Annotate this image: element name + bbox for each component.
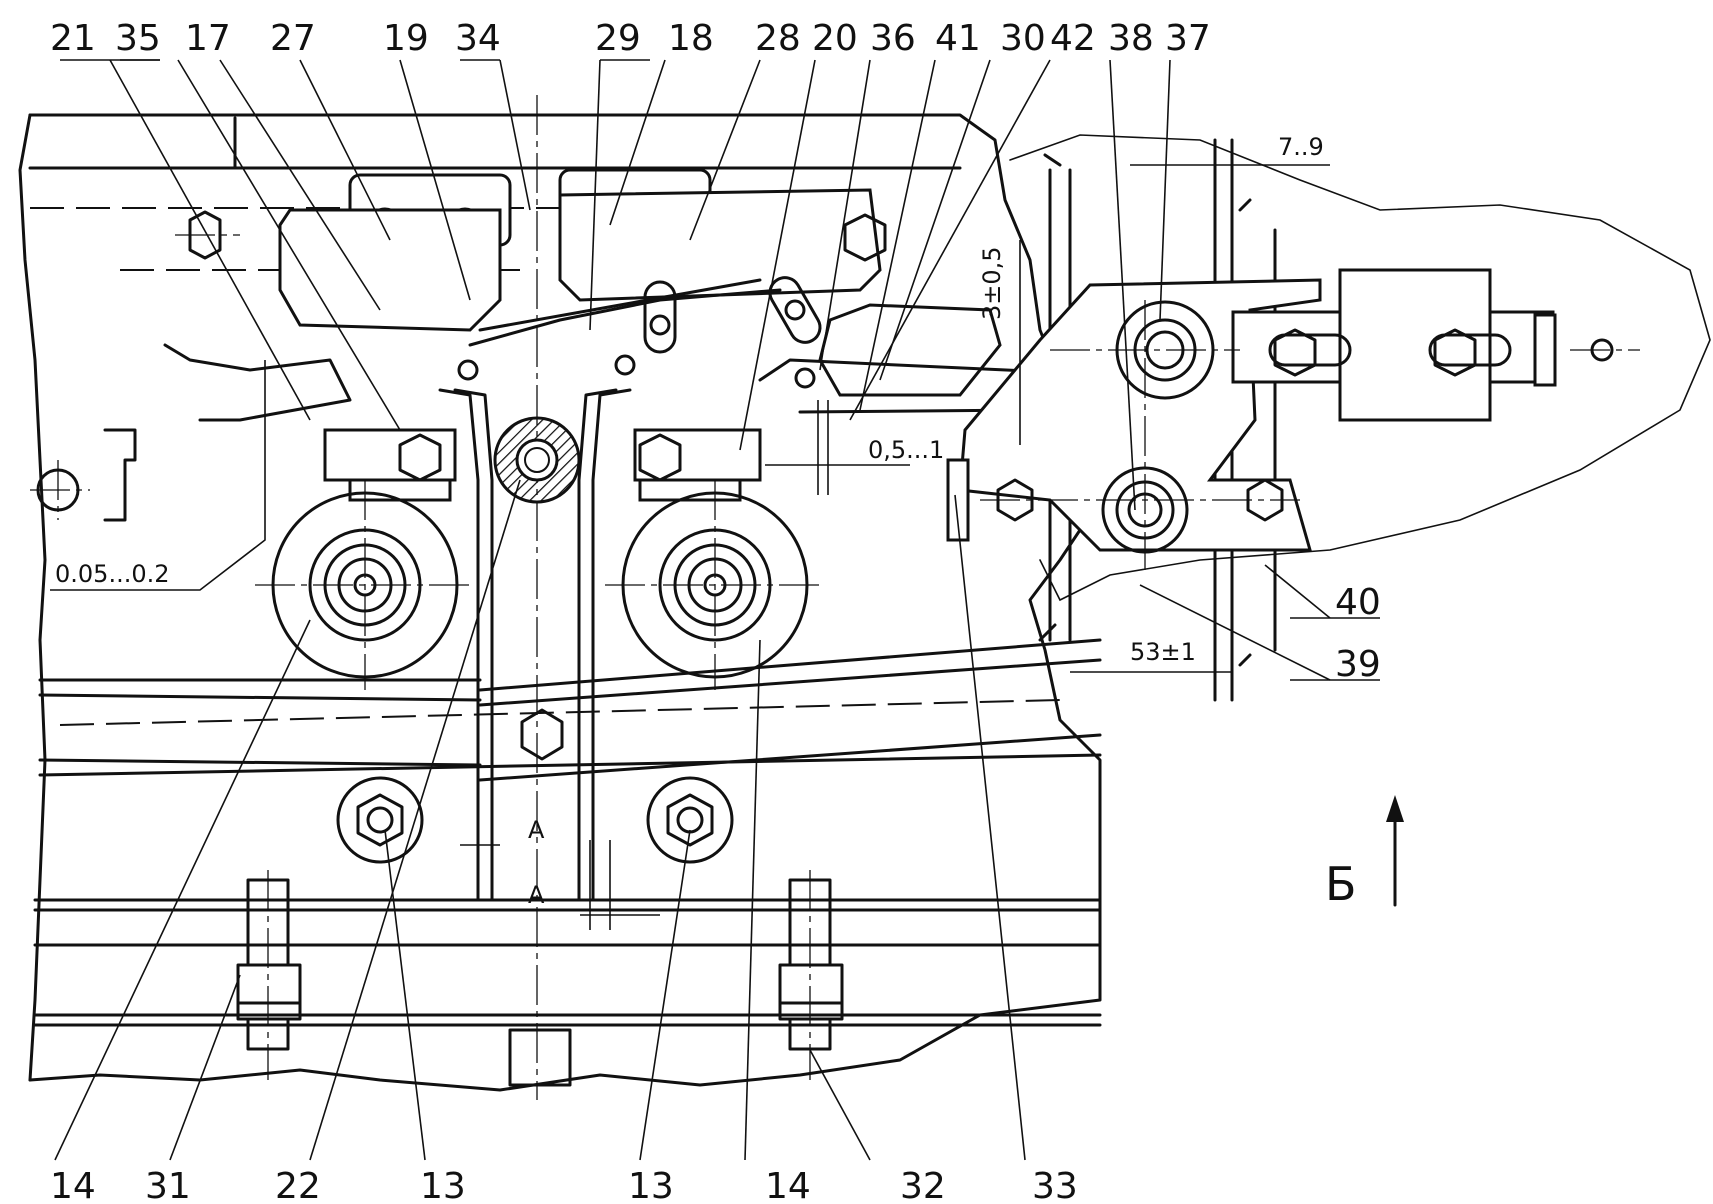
dim-width-bottom: 53±1 <box>1130 638 1196 666</box>
right-part-labels: 40 39 <box>1335 582 1381 685</box>
dim-gap-right: 7..9 <box>1278 133 1324 161</box>
small-block-right <box>633 428 762 502</box>
hex-bolt-center <box>520 708 564 761</box>
label-31: 31 <box>145 1166 191 1204</box>
label-13-left: 13 <box>420 1166 466 1204</box>
label-22: 22 <box>275 1166 321 1204</box>
lever-housing-left <box>278 208 502 332</box>
label-21: 21 <box>50 18 96 59</box>
label-27: 27 <box>270 18 316 59</box>
dim-gap-mid: 0,5...1 <box>868 436 944 464</box>
label-14-right: 14 <box>765 1166 811 1204</box>
label-39: 39 <box>1335 644 1381 685</box>
dim-offset-vertical: 3±0,5 <box>978 246 1006 320</box>
label-34: 34 <box>455 18 501 59</box>
label-36: 36 <box>870 18 916 59</box>
label-40: 40 <box>1335 582 1381 623</box>
lower-rail <box>33 898 1102 1087</box>
right-detail-view <box>946 134 1711 702</box>
top-part-labels: 21 35 17 27 19 34 29 18 28 20 36 41 30 4… <box>50 18 1211 59</box>
label-13-right: 13 <box>628 1166 674 1204</box>
label-41: 41 <box>935 18 981 59</box>
label-37: 37 <box>1165 18 1211 59</box>
drive-roller-22 <box>493 416 581 504</box>
dimension-lines <box>50 164 1330 930</box>
label-29: 29 <box>595 18 641 59</box>
view-mark: Б <box>1325 857 1357 911</box>
section-mark-lower: A <box>528 881 545 909</box>
guide-plates <box>438 388 632 902</box>
nut-left-13 <box>336 776 424 864</box>
section-marks: A A <box>528 816 545 909</box>
bolt-32 <box>778 870 844 1080</box>
label-35: 35 <box>115 18 161 59</box>
cam-30 <box>818 303 1002 397</box>
roller-left-14 <box>255 480 475 690</box>
leader-lines <box>54 59 1380 1161</box>
lever-arms <box>457 276 822 389</box>
label-30: 30 <box>1000 18 1046 59</box>
label-14-left: 14 <box>50 1166 96 1204</box>
label-28: 28 <box>755 18 801 59</box>
section-mark-upper: A <box>528 816 545 844</box>
view-arrow <box>1386 795 1404 907</box>
label-33: 33 <box>1032 1166 1078 1204</box>
upper-rail <box>38 638 1102 782</box>
left-bracket <box>30 210 240 522</box>
dim-gap-small: 0.05...0.2 <box>55 560 170 588</box>
bottom-part-labels: 14 31 22 13 13 14 32 33 <box>50 1166 1078 1204</box>
label-32: 32 <box>900 1166 946 1204</box>
bolt-31 <box>236 870 302 1080</box>
label-38: 38 <box>1108 18 1154 59</box>
label-42: 42 <box>1050 18 1096 59</box>
label-17: 17 <box>185 18 231 59</box>
label-20: 20 <box>812 18 858 59</box>
dimension-texts: 0.05...0.2 0,5...1 3±0,5 7..9 53±1 <box>55 133 1324 666</box>
hex-bolt-upper-right <box>843 213 887 262</box>
spring-plate-left <box>163 343 352 422</box>
label-19: 19 <box>383 18 429 59</box>
roller-right-14 <box>605 480 825 690</box>
small-block-left <box>323 428 457 502</box>
nut-right-13 <box>646 776 734 864</box>
lever-plate-right <box>558 188 882 302</box>
label-18: 18 <box>668 18 714 59</box>
